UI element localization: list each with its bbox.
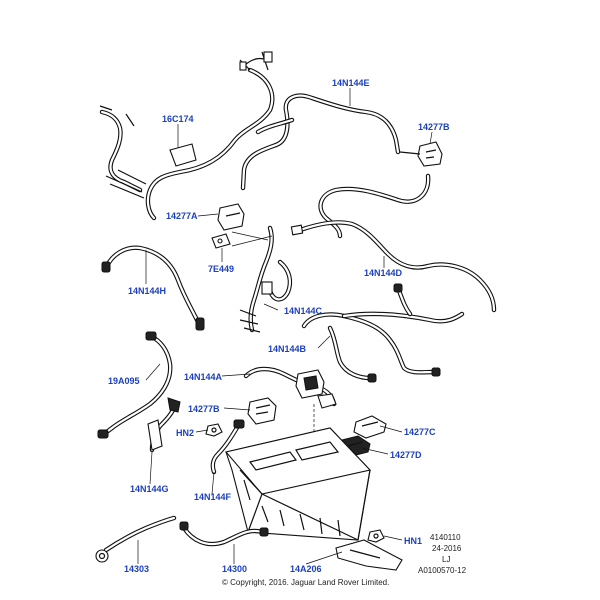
cable-14n144g	[147, 397, 181, 453]
ref-initials: LJ	[442, 555, 450, 564]
copyright: © Copyright, 2016. Jaguar Land Rover Lim…	[222, 578, 389, 587]
callout-19a095: 19A095	[108, 376, 140, 386]
callout-14277a: 14277A	[166, 211, 198, 221]
callout-14303: 14303	[124, 564, 149, 574]
cable-14n144e	[240, 93, 401, 191]
cable-14n144b	[301, 283, 465, 383]
fuse-box-14277b-mid	[247, 397, 277, 425]
callout-14277b-mid: 14277B	[188, 404, 220, 414]
bracket-14a206	[335, 539, 403, 571]
callout-14300: 14300	[222, 564, 247, 574]
ref-date: 24-2016	[432, 544, 462, 553]
callout-hn1: HN1	[404, 536, 422, 546]
harness-14n144c	[239, 225, 293, 333]
nut-hn1	[367, 529, 385, 543]
callout-14277b-top: 14277B	[418, 122, 450, 132]
callout-14n144b: 14N144B	[268, 344, 307, 354]
junction-box-14277b-top	[399, 141, 443, 167]
leader-lines	[137, 88, 433, 565]
nut-hn2	[205, 423, 223, 437]
relay-14277a	[217, 203, 245, 231]
callout-14n144f: 14N144F	[194, 492, 232, 502]
callout-16c174: 16C174	[162, 114, 194, 124]
callout-14n144c: 14N144C	[284, 306, 323, 316]
callout-14a206: 14A206	[290, 564, 322, 574]
ref-number: 4140110	[430, 533, 461, 542]
callout-14n144a: 14N144A	[184, 372, 223, 382]
callout-14n144g: 14N144G	[130, 484, 169, 494]
strap-14303	[95, 515, 177, 563]
callout-14n144h: 14N144H	[128, 286, 166, 296]
ref-illustration-id: A0100570-12	[418, 566, 467, 575]
harness-14n144a	[243, 366, 337, 450]
callout-14n144d: 14N144D	[364, 268, 403, 278]
cable-14n144d	[290, 173, 497, 313]
cable-19a095	[97, 331, 173, 439]
fuse-14277c	[353, 415, 387, 439]
callout-14277c: 14277C	[404, 427, 436, 437]
callout-14n144e: 14N144E	[332, 78, 370, 88]
battery	[224, 427, 372, 541]
cable-14300	[179, 521, 269, 547]
cable-14n144h	[101, 245, 205, 331]
cable-14n144f	[210, 419, 245, 475]
callout-7e449: 7E449	[208, 264, 234, 274]
harness-16c174	[99, 51, 275, 221]
callout-hn2: HN2	[176, 428, 194, 438]
clip-7e449	[211, 233, 231, 249]
callout-14277d: 14277D	[390, 450, 422, 460]
